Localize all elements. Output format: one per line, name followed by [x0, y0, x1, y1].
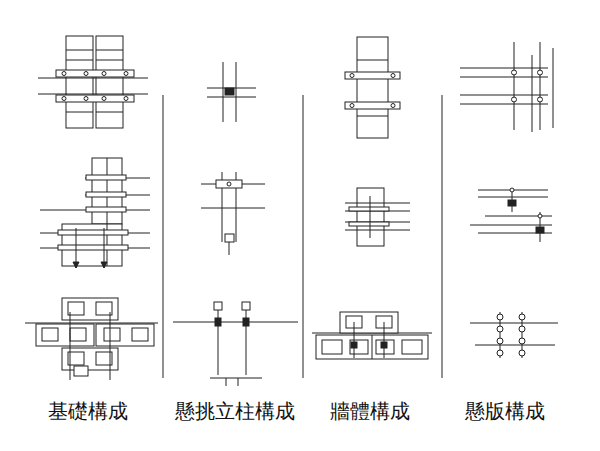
section-label: 基礎構成 — [48, 399, 128, 423]
slab-detail — [460, 42, 558, 358]
section-label: 懸版構成 — [465, 399, 545, 423]
foundation-detail — [25, 36, 158, 380]
separators — [163, 95, 442, 378]
section-label: 懸挑立柱構成 — [175, 399, 295, 423]
section-label: 牆體構成 — [330, 399, 410, 423]
column-detail — [173, 62, 298, 386]
wall-detail — [312, 37, 432, 359]
